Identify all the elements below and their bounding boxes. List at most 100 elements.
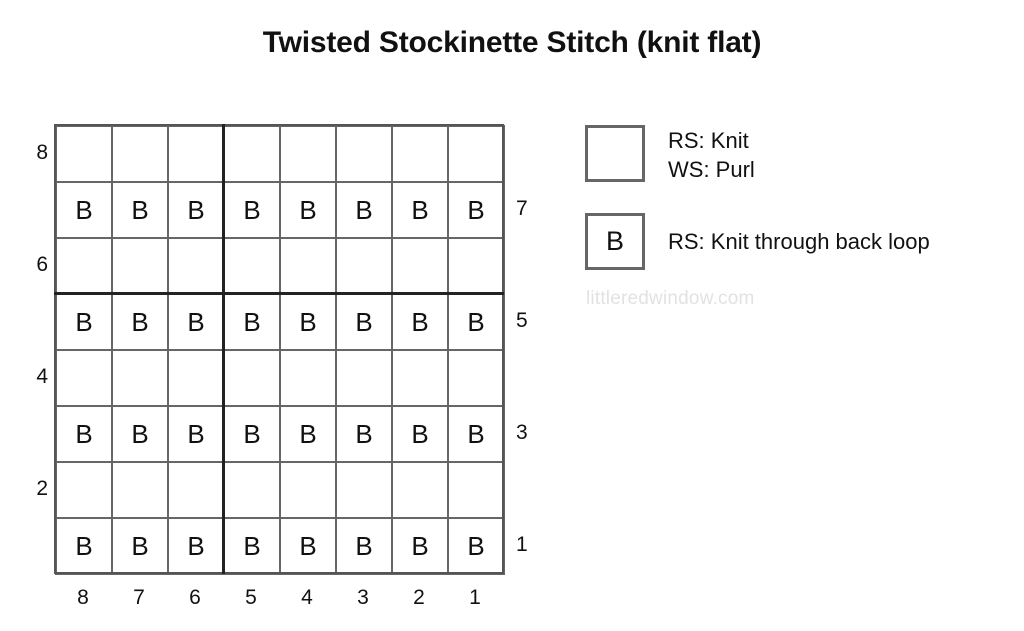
stitch-cell[interactable]: B [335,405,393,463]
stitch-cell[interactable]: B [279,181,337,239]
table-row: B B B B B B B B [55,405,505,463]
legend-label-ws-purl: WS: Purl [668,157,755,182]
stitch-cell[interactable] [167,125,225,183]
stitch-cell[interactable] [111,349,169,407]
stitch-cell[interactable]: B [391,293,449,351]
table-row: B B B B B B B B [55,181,505,239]
stitch-cell[interactable] [111,461,169,519]
legend-item-knit-tbl-labels: RS: Knit through back loop [668,213,930,256]
stitch-cell[interactable] [279,349,337,407]
column-number-6: 6 [189,586,201,609]
stitch-cell[interactable] [279,125,337,183]
stitch-cell[interactable] [279,461,337,519]
column-number-2: 2 [413,586,425,609]
stitch-cell[interactable]: B [111,181,169,239]
stitch-cell[interactable] [335,461,393,519]
legend-label-rs-knit: RS: Knit [668,128,749,153]
stitch-cell[interactable] [391,125,449,183]
stitch-cell[interactable]: B [391,517,449,575]
legend-item-knit: RS: Knit WS: Purl [585,125,755,184]
stitch-cell[interactable] [111,237,169,295]
empty-stitch-symbol [585,125,645,182]
stitch-cell[interactable]: B [279,405,337,463]
stitch-grid-body: B B B B B B B B B B [55,125,505,575]
stitch-cell[interactable] [223,125,281,183]
column-number-8: 8 [77,586,89,609]
stitch-cell[interactable]: B [55,181,113,239]
stitch-cell[interactable]: B [111,517,169,575]
table-row: B B B B B B B B [55,293,505,351]
table-row [55,461,505,519]
stitch-cell[interactable]: B [167,517,225,575]
stitch-cell[interactable] [167,237,225,295]
stitch-cell[interactable] [223,349,281,407]
stitch-cell[interactable]: B [223,517,281,575]
row-number-left-2: 2 [36,477,48,500]
stitch-cell[interactable]: B [335,293,393,351]
row-number-right-5: 5 [516,309,528,332]
stitch-cell[interactable]: B [167,293,225,351]
stitch-cell[interactable] [391,349,449,407]
stitch-cell[interactable]: B [55,293,113,351]
stitch-cell[interactable]: B [223,405,281,463]
column-number-7: 7 [133,586,145,609]
stitch-cell[interactable]: B [279,293,337,351]
stitch-cell[interactable] [167,349,225,407]
column-number-3: 3 [357,586,369,609]
stitch-cell[interactable]: B [391,181,449,239]
stitch-cell[interactable] [447,349,505,407]
stitch-cell[interactable]: B [167,405,225,463]
stitch-cell[interactable] [55,237,113,295]
legend-item-knit-tbl: B RS: Knit through back loop [585,213,930,270]
stitch-cell[interactable] [447,237,505,295]
row-number-left-4: 4 [36,365,48,388]
stitch-cell[interactable] [167,461,225,519]
stitch-cell[interactable] [55,125,113,183]
stitch-cell[interactable] [223,461,281,519]
stitch-cell[interactable] [279,237,337,295]
stitch-cell[interactable]: B [223,181,281,239]
row-number-right-7: 7 [516,197,528,220]
legend-label-rs-knit-tbl: RS: Knit through back loop [668,229,930,254]
column-number-5: 5 [245,586,257,609]
stitch-cell[interactable]: B [391,405,449,463]
legend-item-knit-labels: RS: Knit WS: Purl [668,125,755,184]
row-number-right-1: 1 [516,533,528,556]
page-title: Twisted Stockinette Stitch (knit flat) [262,26,762,59]
stitch-cell[interactable]: B [447,293,505,351]
stitch-cell[interactable] [447,125,505,183]
stitch-cell[interactable] [391,237,449,295]
stitch-cell[interactable] [223,237,281,295]
stitch-cell[interactable]: B [447,181,505,239]
column-number-axis: 8 7 6 5 4 3 2 1 [55,583,503,613]
stitch-cell[interactable]: B [111,405,169,463]
knit-through-back-loop-symbol: B [585,213,645,270]
stitch-cell[interactable]: B [111,293,169,351]
column-number-1: 1 [469,586,481,609]
stitch-cell[interactable]: B [335,517,393,575]
stitch-cell[interactable] [55,461,113,519]
row-number-left-8: 8 [36,141,48,164]
stitch-cell[interactable]: B [223,293,281,351]
stitch-cell[interactable] [55,349,113,407]
stitch-cell[interactable]: B [167,181,225,239]
stitch-cell[interactable] [335,349,393,407]
row-number-right-3: 3 [516,421,528,444]
row-number-left-6: 6 [36,253,48,276]
table-row [55,349,505,407]
table-row: B B B B B B B B [55,517,505,575]
stitch-cell[interactable] [111,125,169,183]
stitch-cell[interactable]: B [447,405,505,463]
stitch-grid: B B B B B B B B B B [55,125,505,575]
stitch-cell[interactable]: B [55,517,113,575]
stitch-cell[interactable] [391,461,449,519]
stitch-cell[interactable] [447,461,505,519]
column-number-4: 4 [301,586,313,609]
stitch-cell[interactable] [335,125,393,183]
stitch-chart: B B B B B B B B B B [54,124,505,575]
stitch-cell[interactable] [335,237,393,295]
stitch-cell[interactable]: B [335,181,393,239]
stitch-cell[interactable]: B [55,405,113,463]
stitch-cell[interactable]: B [447,517,505,575]
stitch-cell[interactable]: B [279,517,337,575]
